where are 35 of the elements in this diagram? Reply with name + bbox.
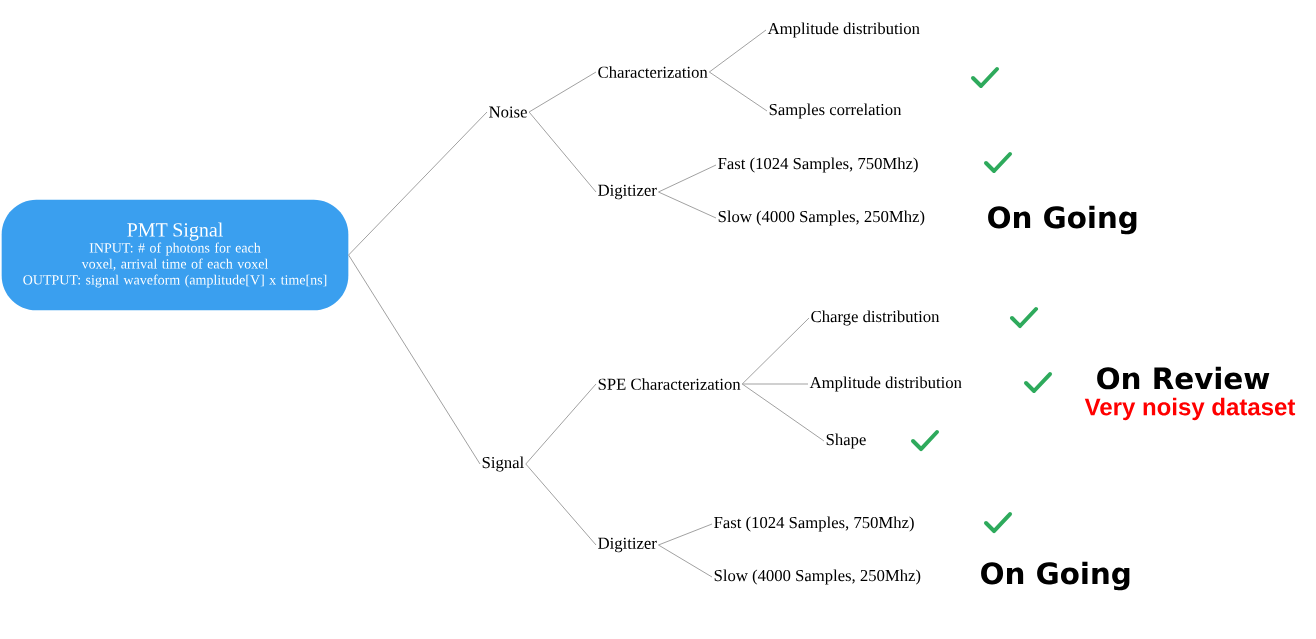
node-label: Noise <box>489 106 527 118</box>
node-label: Slow (4000 Samples, 250Mhz) <box>718 210 925 226</box>
node-label: Signal <box>482 456 524 472</box>
rounded-box: PMT Signal INPUT: # of photons for each voxel, arrival time of each voxel OUTPUT: signal waveform (amplitude[V] x time[ns] <box>1 199 349 311</box>
node-label: Charge distribution <box>811 310 940 326</box>
connector-line <box>658 523 713 546</box>
connector-line <box>525 383 597 465</box>
node-label: Shape <box>826 433 866 449</box>
connector-line <box>708 29 767 73</box>
connector-line <box>525 463 597 546</box>
node-label: Characterization <box>598 66 708 78</box>
node-label: Slow (4000 Samples, 250Mhz) <box>714 569 921 585</box>
status-label: On Review <box>1097 366 1270 390</box>
status-label: On Going <box>981 561 1130 591</box>
node-label: Amplitude distribution <box>809 376 962 392</box>
connector-line <box>708 71 768 112</box>
connector-line <box>658 191 717 219</box>
connector-line <box>658 544 713 578</box>
node-label: Digitizer <box>598 537 657 553</box>
connector-line <box>348 254 481 465</box>
node-label: Digitizer <box>598 184 657 200</box>
node-label: Amplitude distribution <box>767 22 920 38</box>
note: Very noisy dataset <box>1084 397 1296 421</box>
connector-line <box>528 111 597 193</box>
node-label: Fast (1024 Samples, 750Mhz) <box>718 157 918 173</box>
node-label: Samples correlation <box>769 103 902 119</box>
connector-line <box>741 383 809 385</box>
node-label: Fast (1024 Samples, 750Mhz) <box>714 516 914 532</box>
connector-line <box>741 383 825 442</box>
status-label: On Going <box>988 205 1137 235</box>
connector-line <box>658 164 717 193</box>
connector-line <box>348 111 488 256</box>
connector-line <box>528 71 597 113</box>
node-label: SPE Characterization <box>598 378 741 390</box>
connector-line <box>741 317 810 385</box>
